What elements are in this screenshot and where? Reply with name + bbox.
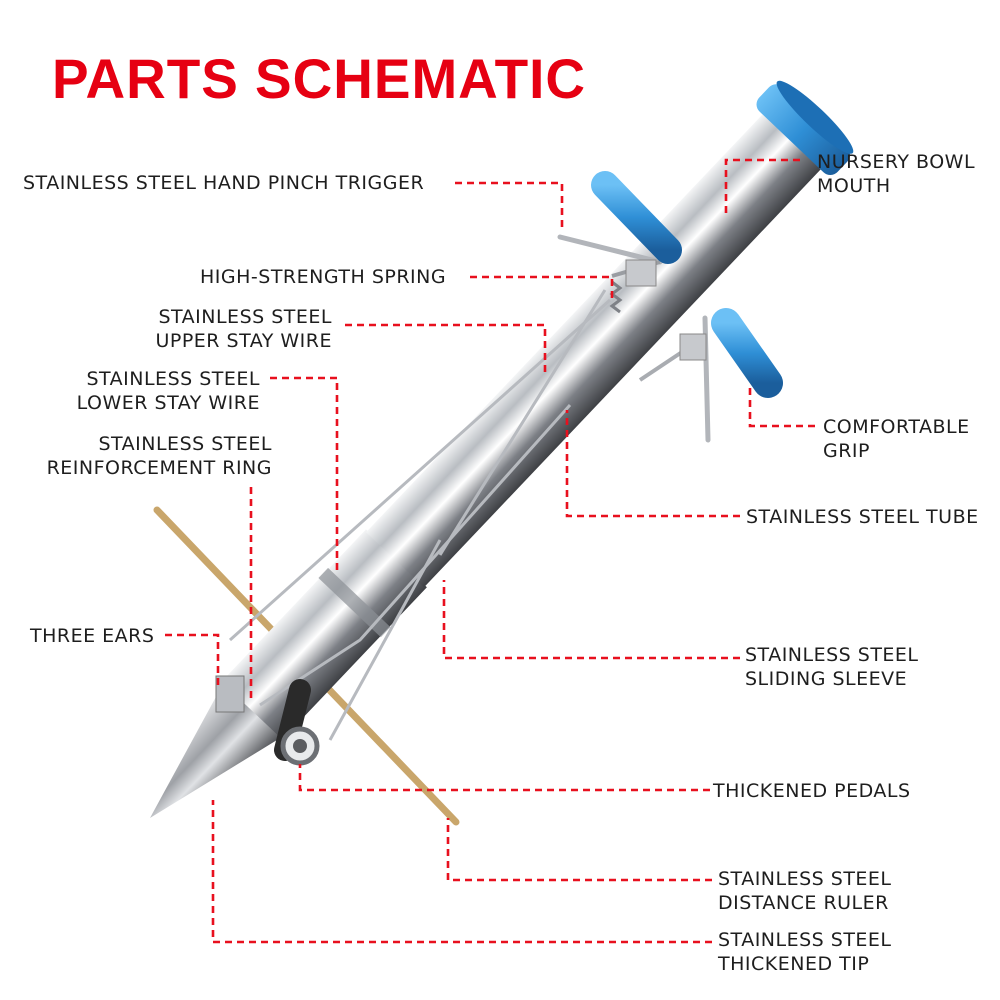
leader-pedals [298,764,710,792]
label-ring-line2: REINFORCEMENT RING [46,457,272,479]
label-ruler-line1: STAINLESS STEEL [718,868,892,890]
leader-grip [748,385,815,428]
leader-tip [211,800,712,944]
label-bowl-line1: NURSERY BOWL [817,151,976,173]
sliding-sleeve [221,529,427,740]
label-trigger: STAINLESS STEEL HAND PINCH TRIGGER [23,172,425,194]
label-reinforcement-ring: STAINLESS STEEL REINFORCEMENT RING [28,432,272,480]
high-strength-spring [609,280,623,314]
label-upper-stay-wire-line1: STAINLESS STEEL [158,306,332,328]
hand-pinch-trigger [557,234,663,287]
label-ring-line1: STAINLESS STEEL [98,433,272,455]
leader-tube [565,410,740,518]
leader-ruler [446,818,712,882]
label-distance-ruler: STAINLESS STEEL DISTANCE RULER [718,867,892,915]
label-stainless-tube: STAINLESS STEEL TUBE [746,506,979,528]
label-thickened-tip: STAINLESS STEEL THICKENED TIP [718,928,892,976]
label-thickened-pedals: THICKENED PEDALS [713,780,911,802]
label-comfortable-grip: COMFORTABLE GRIP [823,415,970,463]
comfortable-grip [711,308,783,398]
label-tip-line1: STAINLESS STEEL [718,929,892,951]
label-three-ears: THREE EARS [30,625,155,647]
label-upper-stay-wire: STAINLESS STEEL UPPER STAY WIRE [144,305,332,353]
label-lower-stay-wire-line1: STAINLESS STEEL [86,368,260,390]
nursery-bowl-mouth [756,84,850,175]
leader-upper-wire [345,323,547,375]
label-grip-line1: COMFORTABLE [823,416,970,438]
upper-grip [591,171,682,264]
leader-sleeve [442,580,740,660]
label-tip-line2: THICKENED TIP [718,953,870,975]
label-upper-stay-wire-line2: UPPER STAY WIRE [155,330,332,352]
label-sleeve-line1: STAINLESS STEEL [745,644,919,666]
label-ruler-line2: DISTANCE RULER [718,892,889,914]
leader-bowl [724,158,800,215]
stainless-tube [366,111,824,588]
upper-stay-wire [438,289,607,556]
leader-lower-wire [270,376,339,570]
thickened-tip [150,681,283,818]
label-bowl-line2: MOUTH [817,175,891,197]
steel-tube-body [150,80,854,818]
label-spring: HIGH-STRENGTH SPRING [200,266,447,288]
label-lower-stay-wire: STAINLESS STEEL LOWER STAY WIRE [60,367,260,415]
label-grip-line2: GRIP [823,440,870,462]
label-nursery-bowl-mouth: NURSERY BOWL MOUTH [817,150,975,198]
leader-ears [165,633,220,690]
leader-trigger [455,181,564,232]
label-sleeve-line2: SLIDING SLEEVE [745,668,908,690]
diagram-title: PARTS SCHEMATIC [52,47,587,110]
label-lower-stay-wire-line2: LOWER STAY WIRE [76,392,260,414]
label-sliding-sleeve: STAINLESS STEEL SLIDING SLEEVE [745,643,919,691]
leader-spring [470,275,614,300]
leader-lines [165,158,815,944]
thickened-pedals [274,679,320,766]
lower-handle [638,315,711,443]
three-ears [215,675,245,713]
